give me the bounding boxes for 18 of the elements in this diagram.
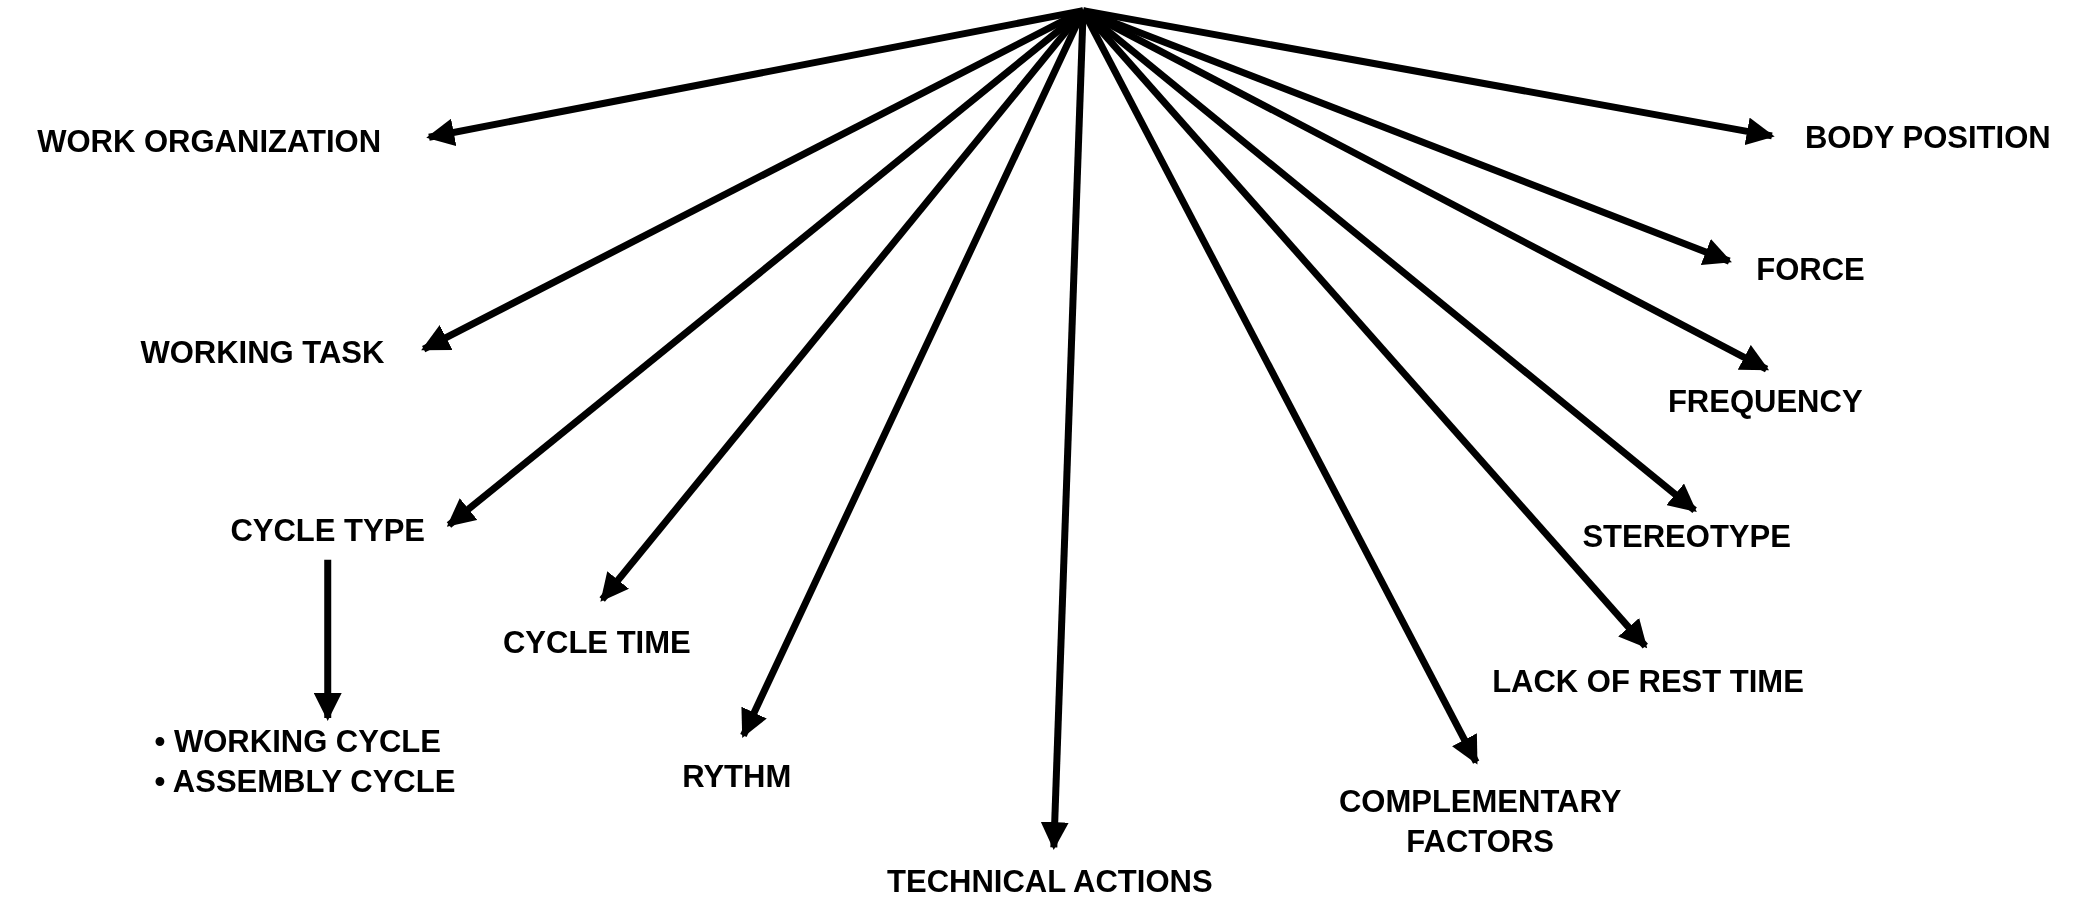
factor-label: FREQUENCY bbox=[1667, 383, 1863, 422]
factor-label: TECHNICAL ACTIONS bbox=[887, 862, 1213, 901]
factor-label: CYCLE TYPE bbox=[230, 512, 426, 551]
factor-label: WORK ORGANIZATION bbox=[37, 123, 382, 162]
factor-label: WORKING TASK bbox=[140, 333, 385, 372]
bullet-item: • ASSEMBLY CYCLE bbox=[154, 763, 456, 802]
factor-label: LACK OF REST TIME bbox=[1492, 662, 1804, 701]
arrow bbox=[421, 7, 1085, 353]
factor-label: CYCLE TIME bbox=[503, 624, 691, 663]
arrow bbox=[1082, 7, 1775, 146]
factor-label: STEREOTYPE bbox=[1582, 517, 1791, 556]
factor-label: BODY POSITION bbox=[1804, 119, 2051, 158]
arrow bbox=[426, 7, 1084, 147]
factor-label: COMPLEMENTARY FACTORS bbox=[1337, 782, 1623, 861]
arrow bbox=[313, 559, 342, 721]
factor-label: RYTHM bbox=[682, 757, 792, 796]
bullet-item: • WORKING CYCLE bbox=[154, 723, 442, 762]
factor-label: FORCE bbox=[1756, 251, 1865, 290]
